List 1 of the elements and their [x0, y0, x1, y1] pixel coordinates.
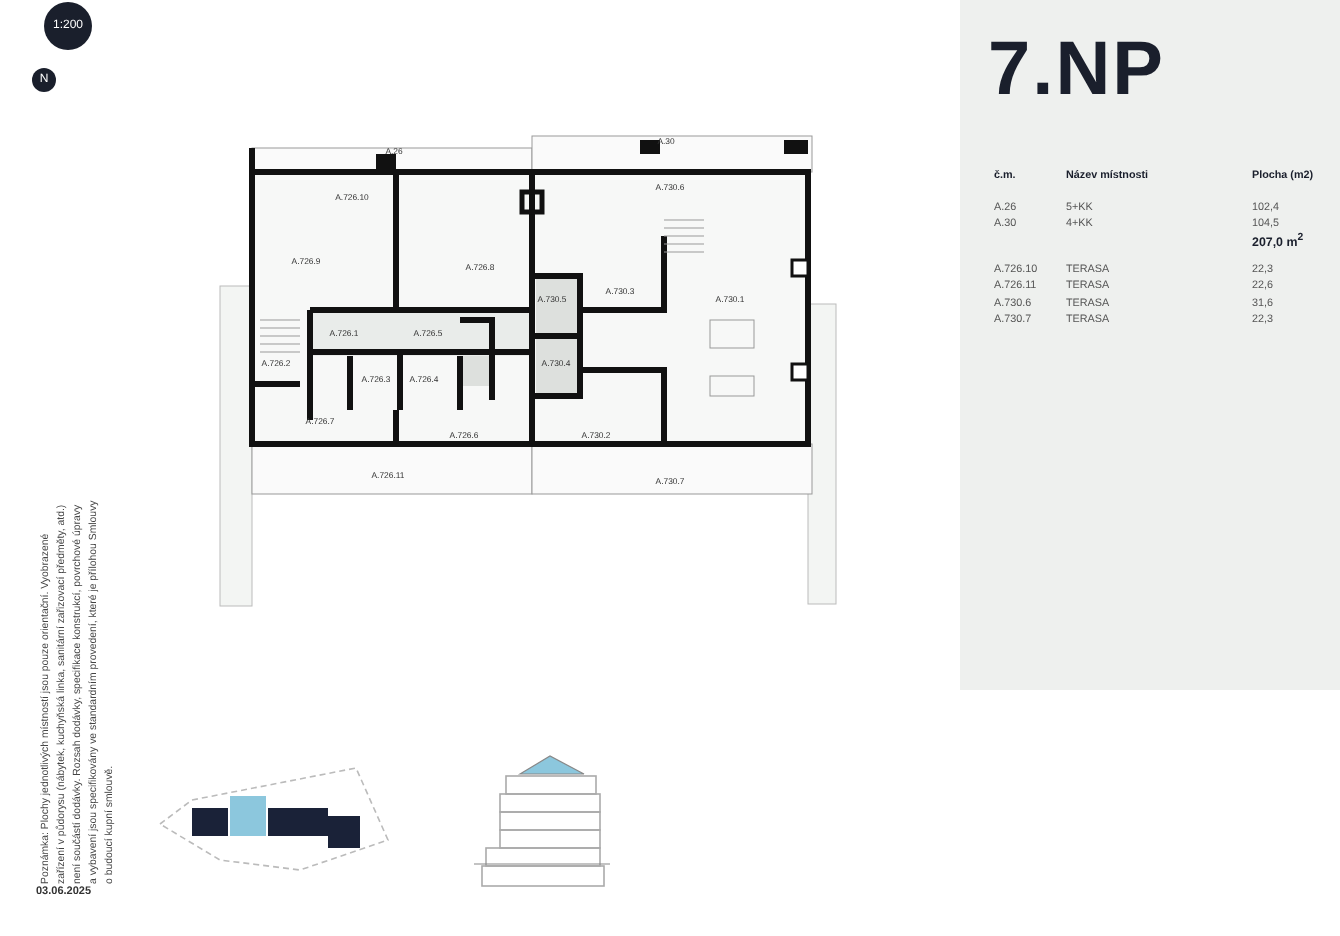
floor-title: 7.NP [988, 28, 1165, 114]
